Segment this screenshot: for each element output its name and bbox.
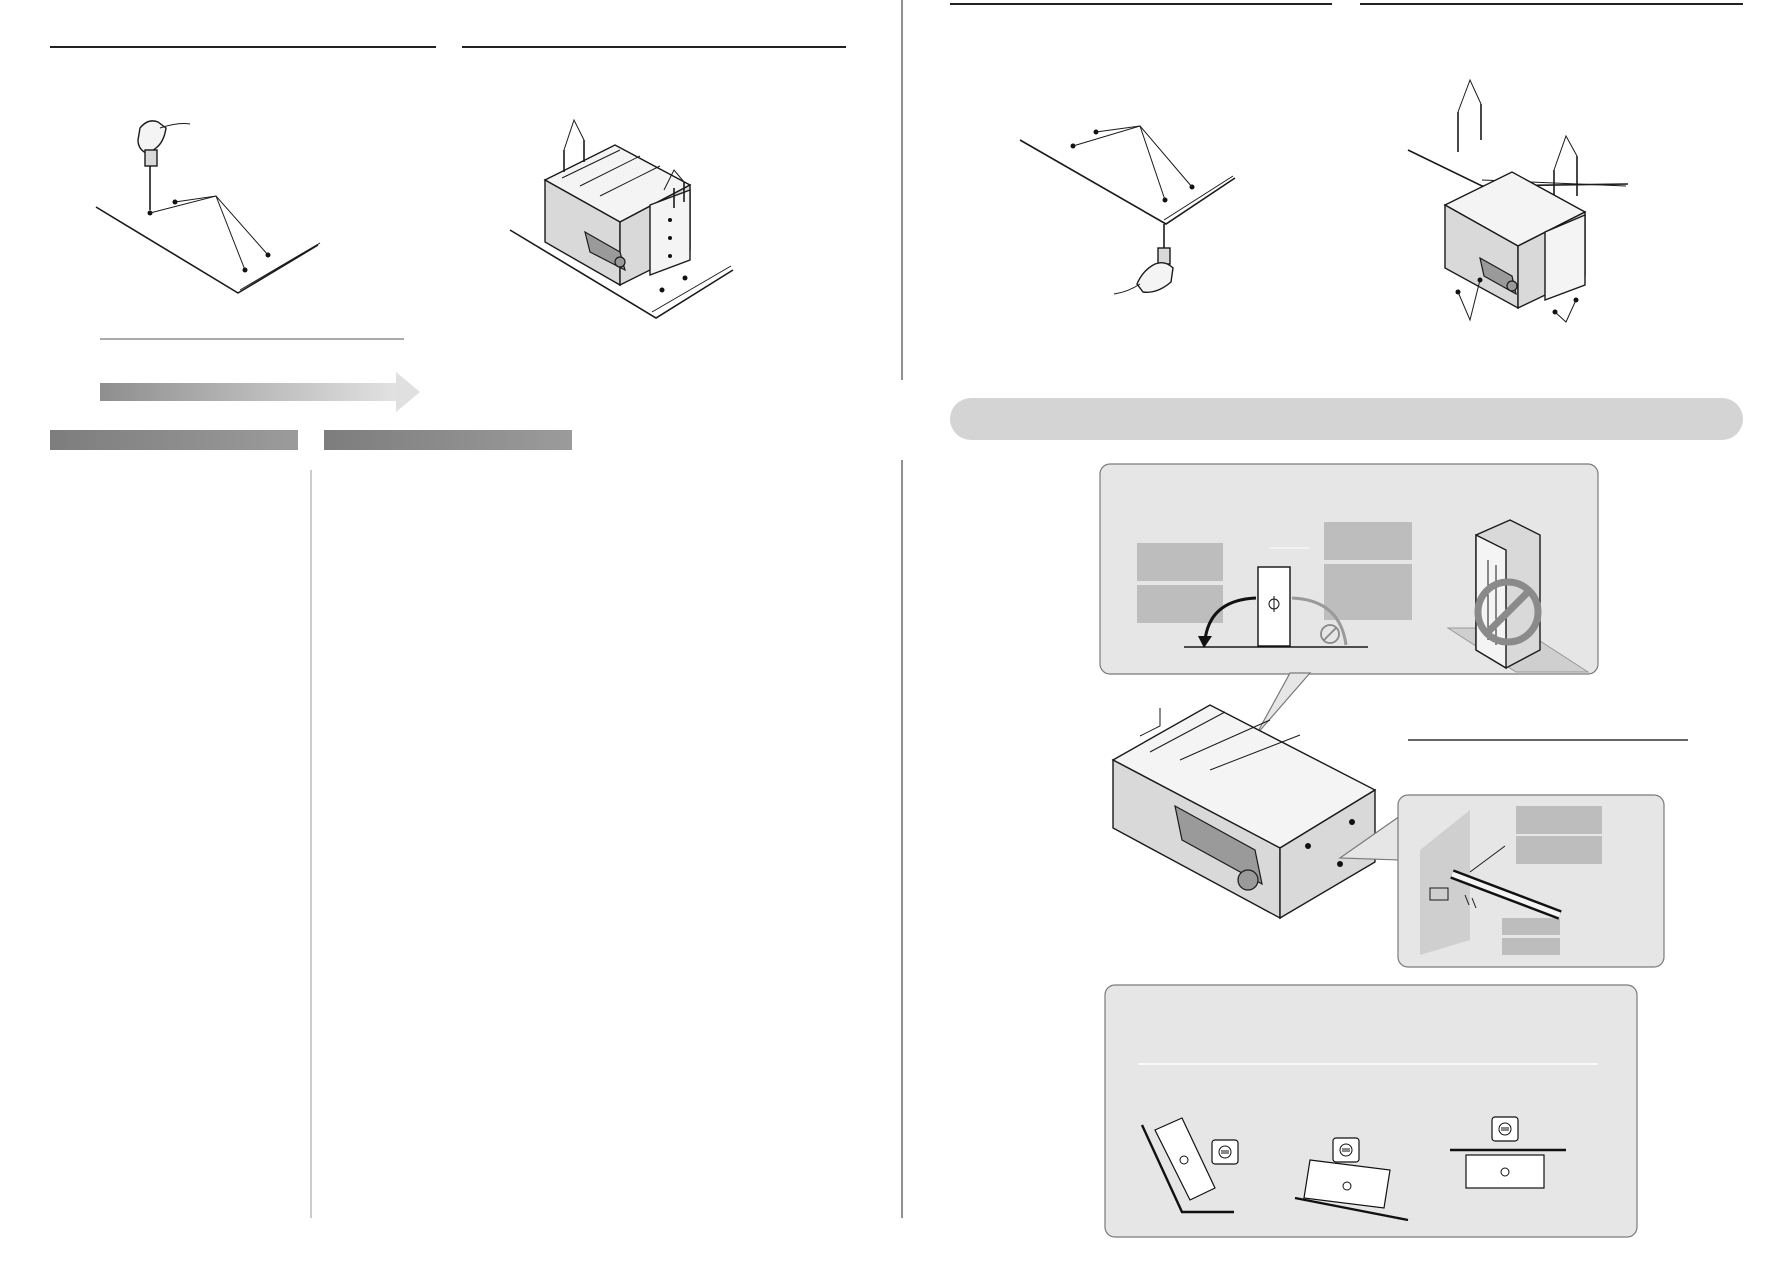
- label-box: [1502, 938, 1560, 955]
- mounting-bracket: [649, 188, 691, 277]
- screwdriver-icon: [1429, 869, 1562, 920]
- prohibited-icon: [1474, 578, 1542, 646]
- upright-unit-prohibited: [1446, 519, 1590, 673]
- label-box: [1137, 585, 1223, 623]
- drill-under-illustration: [1019, 125, 1236, 295]
- rotate-right-arrow: [1291, 596, 1348, 646]
- label-box: [1516, 806, 1602, 834]
- flow-arrow: [100, 372, 420, 412]
- mounting-holes: [147, 195, 271, 273]
- screwdriver-panel: [1338, 794, 1665, 968]
- slight-tilt-unit-illustration: [1294, 1137, 1409, 1222]
- cd-changer-unit: [1443, 171, 1587, 310]
- switch-icon: [1257, 566, 1291, 647]
- rotate-left-arrow: [1203, 596, 1257, 641]
- left-page: [50, 46, 846, 1218]
- prohibited-icon: [1320, 624, 1340, 644]
- drill-icon: [137, 120, 191, 210]
- drill-holes-illustration: [95, 120, 321, 294]
- label-box: [1137, 543, 1223, 581]
- switch-orientation-panel: [1099, 463, 1599, 675]
- label-box: [1324, 522, 1412, 560]
- label-box: [1502, 918, 1560, 935]
- right-page: [950, 3, 1743, 1238]
- rounded-title-bar: [950, 398, 1743, 440]
- changer-underside-mount-illustration: [1407, 78, 1629, 323]
- switch-icon: [1491, 1116, 1519, 1142]
- drill-icon: [1113, 224, 1174, 295]
- large-changer-unit: [1111, 704, 1377, 920]
- label-box: [1516, 836, 1602, 864]
- changer-floor-mount-illustration: [509, 118, 734, 319]
- switch-icon: [1332, 1137, 1360, 1163]
- switch-icon: [1211, 1139, 1239, 1165]
- section-header-bar-2: [324, 430, 572, 450]
- installation-angle-panel: [1104, 984, 1638, 1238]
- tilted-unit-illustration: [1140, 1117, 1239, 1214]
- horizontal-unit-illustration: [1450, 1116, 1566, 1189]
- callout-pointer: [1255, 672, 1312, 736]
- label-box: [1324, 564, 1412, 620]
- screw-icon: [563, 118, 685, 208]
- section-header-bar-1: [50, 430, 298, 450]
